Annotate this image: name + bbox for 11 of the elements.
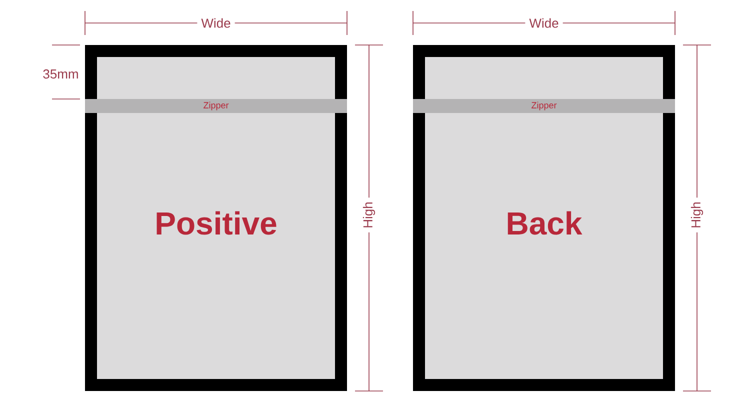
bag-side-label: Positive	[156, 211, 276, 235]
dimension-label: High	[690, 198, 704, 232]
bag-outline	[413, 45, 675, 391]
dimension-label: Wide	[525, 17, 563, 29]
zipper-band: Zipper	[85, 99, 347, 113]
dimension-label: 35mm	[43, 69, 78, 79]
bag-side-label: Back	[508, 211, 582, 235]
dimension-label: High	[362, 198, 376, 232]
bag-outline	[85, 45, 347, 391]
zipper-band: Zipper	[413, 99, 675, 113]
dimension-label: Wide	[197, 17, 235, 29]
